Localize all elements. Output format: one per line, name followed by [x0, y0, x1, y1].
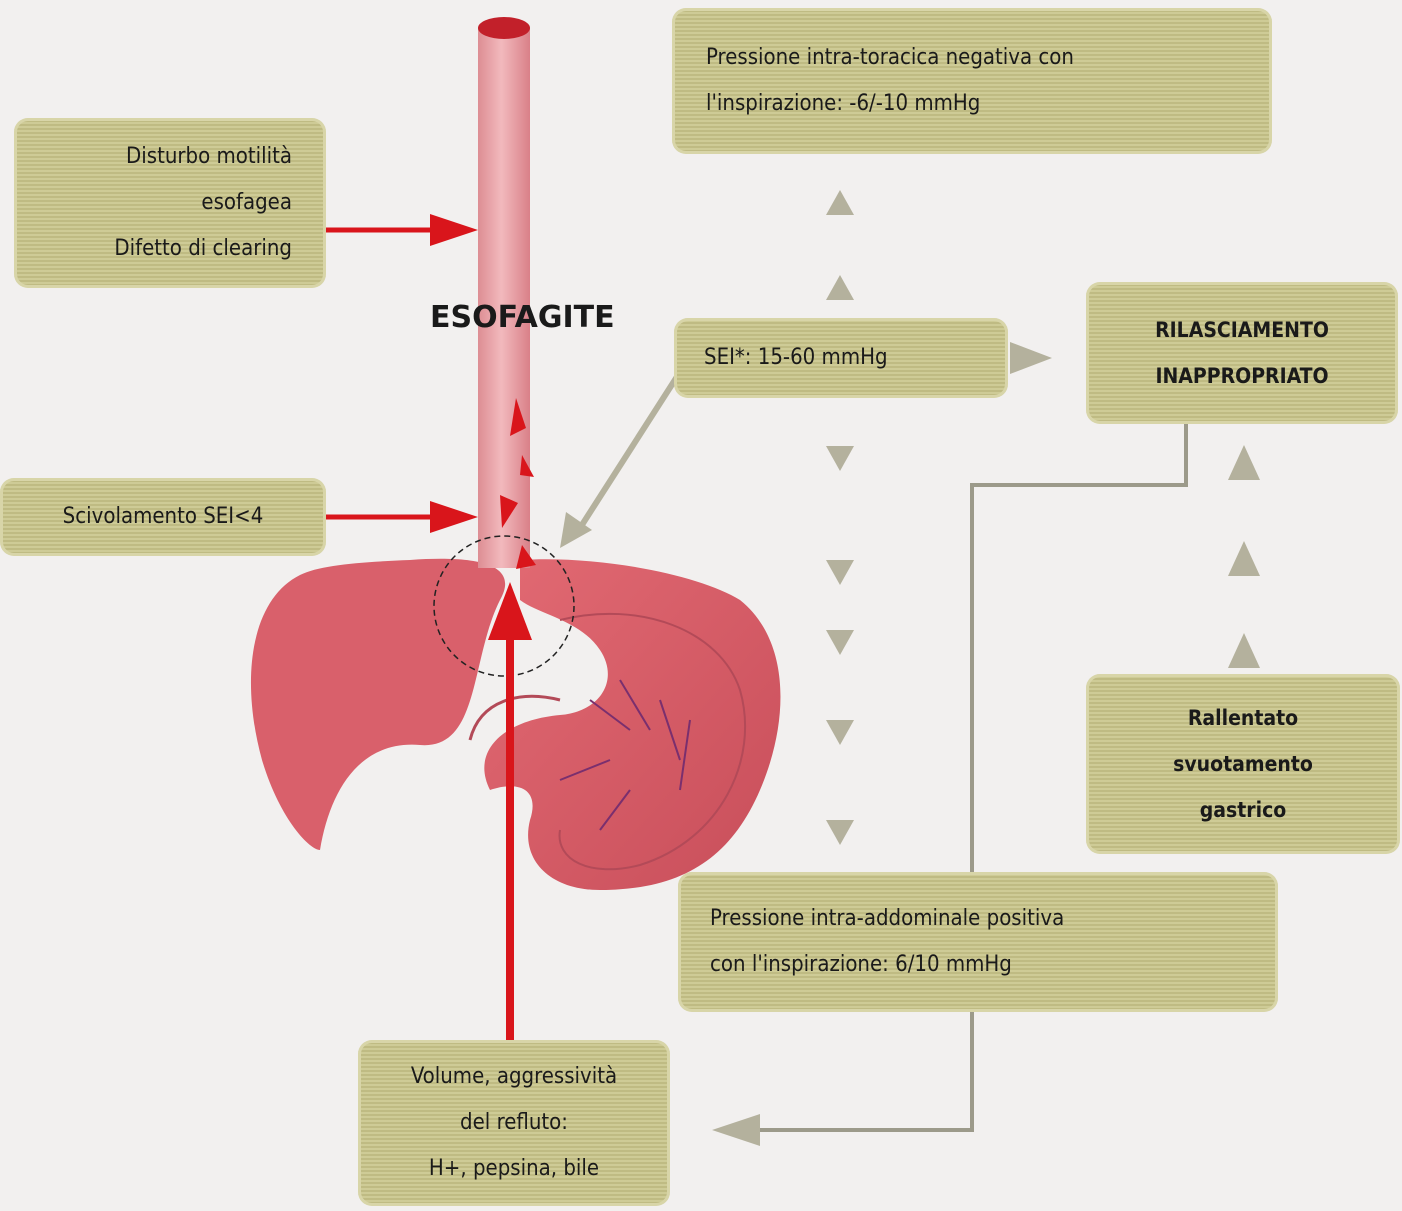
box-line: l'inspirazione: -6/-10 mmHg: [706, 81, 980, 127]
box-line: Scivolamento SEI<4: [63, 494, 264, 540]
sei-pointer-line: [580, 372, 680, 528]
box-intrathoracic-pressure: Pressione intra-toracica negativa con l'…: [672, 8, 1272, 154]
box-intraabdominal-pressure: Pressione intra-addominale positiva con …: [678, 872, 1278, 1012]
esophagus-opening: [478, 17, 530, 39]
box-sliding-hernia: Scivolamento SEI<4: [0, 478, 326, 556]
box-line: Volume, aggressività: [411, 1054, 617, 1100]
esofagite-label: ESOFAGITE: [430, 300, 615, 335]
box-line: Rallentato: [1188, 695, 1298, 741]
box-line: INAPPROPRIATO: [1155, 353, 1328, 399]
box-line: con l'inspirazione: 6/10 mmHg: [710, 942, 1012, 988]
esophagus-tube: [478, 28, 530, 568]
box-line: esofagea: [201, 180, 292, 226]
box-motility-disorder: Disturbo motilità esofagea Difetto di cl…: [14, 118, 326, 288]
box-line: Pressione intra-addominale positiva: [710, 896, 1064, 942]
stomach-shape: [484, 559, 780, 890]
box-line: Difetto di clearing: [114, 226, 292, 272]
box-line: del refluto:: [460, 1100, 568, 1146]
box-inappropriate-relaxation: RILASCIAMENTO INAPPROPRIATO: [1086, 282, 1398, 424]
box-line: RILASCIAMENTO: [1155, 307, 1329, 353]
liver-shape: [251, 559, 505, 850]
box-reflux-volume: Volume, aggressività del refluto: H+, pe…: [358, 1040, 670, 1206]
box-line: H+, pepsina, bile: [429, 1146, 599, 1192]
box-line: gastrico: [1200, 787, 1287, 833]
box-line: Pressione intra-toracica negativa con: [706, 35, 1074, 81]
box-sei-pressure: SEI*: 15-60 mmHg: [674, 318, 1008, 398]
box-line: Disturbo motilità: [126, 134, 292, 180]
relaxation-path-head: [712, 1114, 760, 1146]
box-line: SEI*: 15-60 mmHg: [704, 335, 888, 381]
box-slowed-gastric-emptying: Rallentato svuotamento gastrico: [1086, 674, 1400, 854]
box-line: svuotamento: [1173, 741, 1313, 787]
